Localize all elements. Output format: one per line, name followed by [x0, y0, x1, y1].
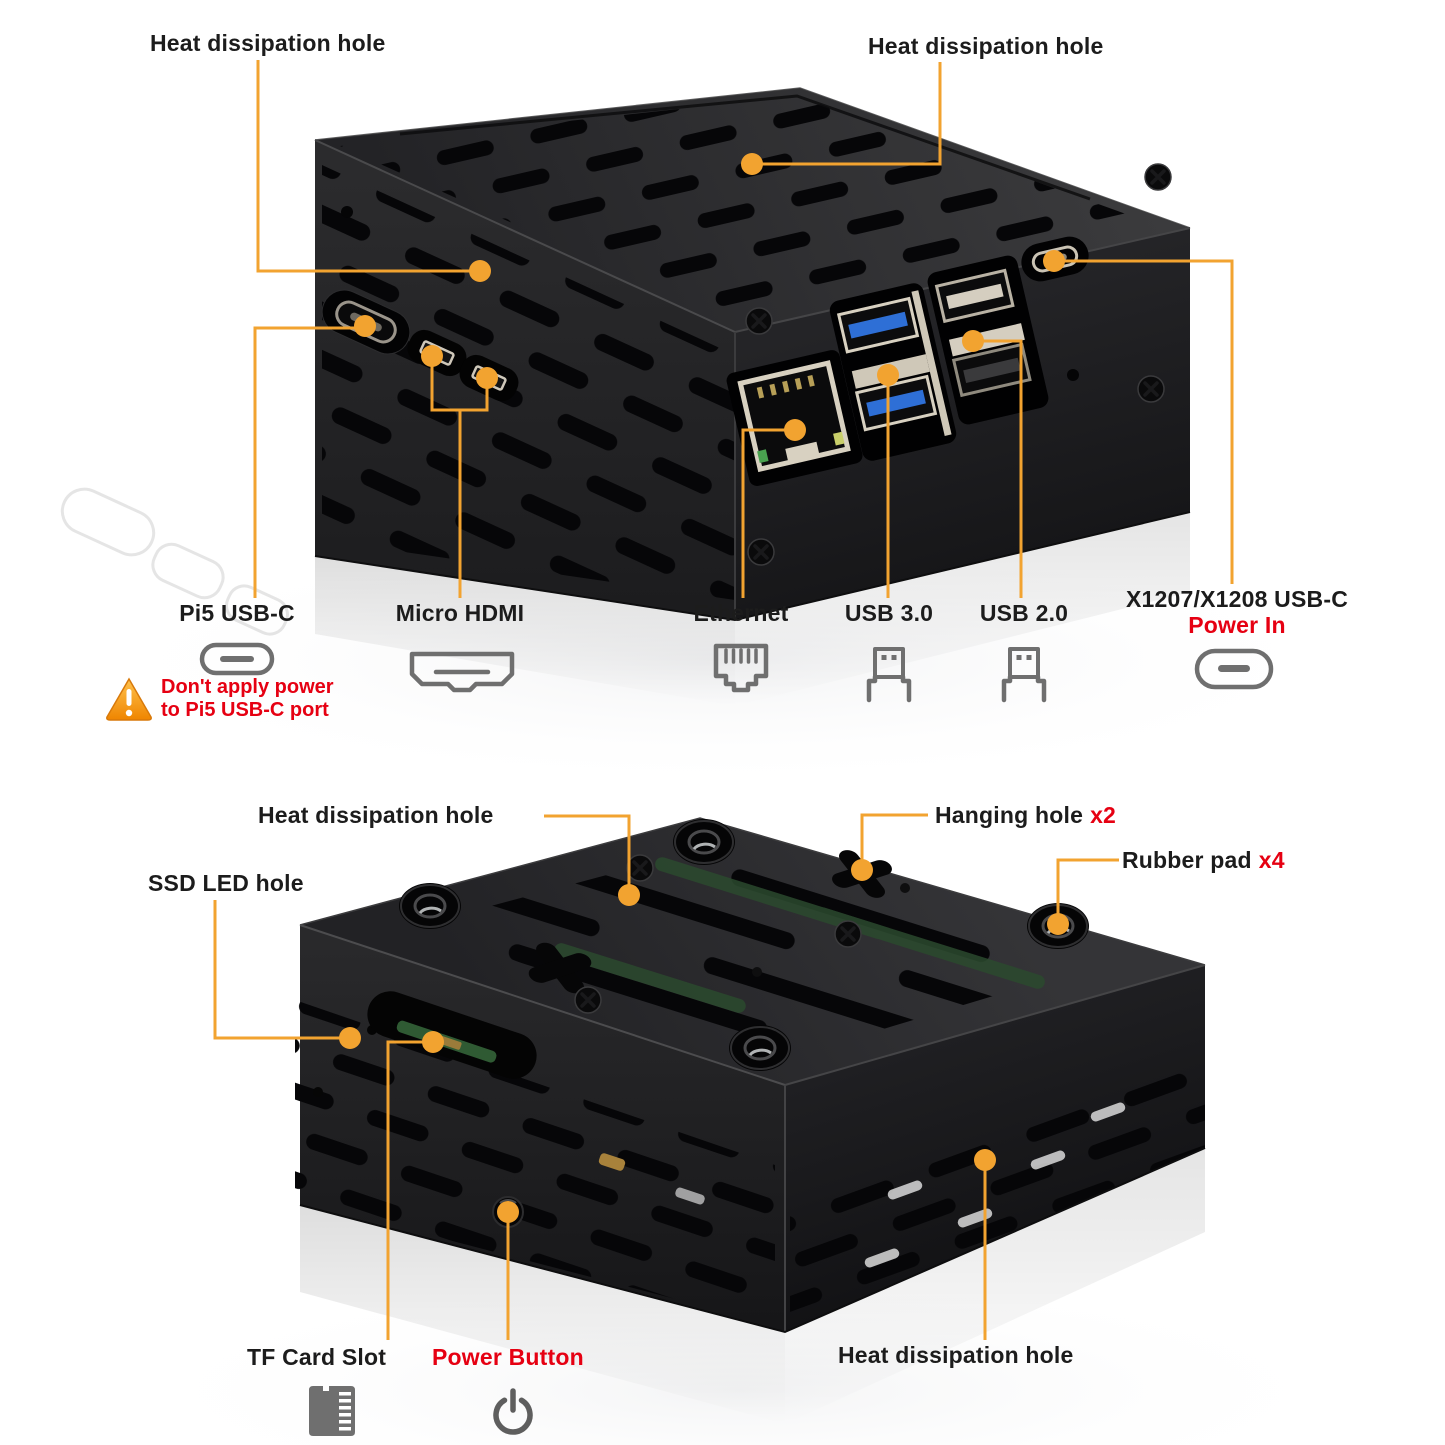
- pi5-usb-c-text: Pi5 USB-C: [179, 600, 295, 626]
- port-label-power-in: X1207/X1208 USB-C Power In: [1125, 586, 1349, 639]
- callout-label-tf-card: TF Card Slot: [247, 1344, 387, 1371]
- usb-c-warning: Don't apply power to Pi5 USB-C port: [104, 676, 334, 722]
- bottom-face-vents: [420, 850, 1080, 1060]
- callout-dots: [339, 153, 1069, 1223]
- micro-hdmi-text: Micro HDMI: [395, 600, 525, 626]
- rubber-pad: [671, 817, 737, 867]
- callout-label-rubber-pad: Rubber pad x4: [1122, 847, 1285, 874]
- callout-lines: [213, 60, 1234, 1340]
- port-label-ethernet: Ethernet: [693, 600, 789, 627]
- ethernet-port: [726, 350, 863, 487]
- screw: [833, 919, 863, 949]
- callout-label-power-button: Power Button: [432, 1344, 584, 1371]
- callout-label-hanging-hole: Hanging hole x2: [935, 802, 1117, 829]
- ghost-reflections: [60, 487, 289, 636]
- power-model-text: X1207/X1208 USB-C: [1125, 586, 1349, 612]
- power-button-text: Power Button: [432, 1344, 584, 1370]
- hanging-hole-text: Hanging hole: [935, 802, 1084, 828]
- tf-card-text: TF Card Slot: [247, 1344, 387, 1370]
- ethernet-text: Ethernet: [693, 600, 789, 626]
- tf-card-slot: [367, 991, 537, 1079]
- warning-line1: Don't apply power: [161, 676, 334, 698]
- heat-right-text: Heat dissipation hole: [868, 33, 1104, 59]
- callout-label-heat-top-left: Heat dissipation hole: [150, 30, 386, 57]
- ssd-led-text: SSD LED hole: [148, 870, 304, 896]
- heat-mid-text: Heat dissipation hole: [258, 802, 494, 828]
- screw: [1136, 374, 1166, 404]
- warning-triangle-icon: [106, 677, 152, 721]
- case-top-view: [60, 87, 1191, 706]
- warning-line2: to Pi5 USB-C port: [161, 699, 329, 721]
- rubber-pad: [397, 881, 463, 931]
- usb2-text: USB 2.0: [979, 600, 1069, 626]
- left-face-vents: [322, 165, 735, 600]
- callout-label-ssd-led: SSD LED hole: [148, 870, 304, 897]
- warning-text: Don't apply power to Pi5 USB-C port: [161, 676, 334, 722]
- port-label-usb2: USB 2.0: [979, 600, 1069, 627]
- tf-card-icon: [299, 1382, 361, 1445]
- right-face-vents: [790, 1055, 1205, 1330]
- callout-label-heat-mid: Heat dissipation hole: [258, 802, 494, 829]
- usb-c-power-icon: [1192, 646, 1276, 697]
- rubber-pad: [727, 1023, 793, 1073]
- usb-a-plug-icon: [996, 643, 1052, 710]
- pcb-through-slots: [554, 857, 1045, 1013]
- left-face-vents: [295, 1000, 775, 1325]
- screw: [744, 306, 774, 336]
- screw: [746, 537, 776, 567]
- port-label-usb3: USB 3.0: [844, 600, 934, 627]
- power-symbol-icon: [484, 1383, 542, 1445]
- rubber-pad-text: Rubber pad: [1122, 847, 1252, 873]
- power-in-text: Power In: [1188, 611, 1286, 638]
- screw: [1143, 162, 1173, 192]
- port-label-pi5-usb-c: Pi5 USB-C: [179, 600, 295, 627]
- screw: [573, 985, 603, 1015]
- port-label-micro-hdmi: Micro HDMI: [395, 600, 525, 627]
- heat-left-text: Heat dissipation hole: [150, 30, 386, 56]
- usb-a-plug-icon: [861, 643, 917, 710]
- micro-hdmi-icon: [406, 648, 518, 705]
- heat-bottom-text: Heat dissipation hole: [838, 1342, 1074, 1368]
- callout-label-heat-bottom: Heat dissipation hole: [838, 1342, 1074, 1369]
- hanging-hole-count: x2: [1090, 802, 1117, 828]
- ethernet-jack-icon: [708, 638, 774, 707]
- usb-c-port-icon: [198, 641, 276, 682]
- screw: [625, 853, 655, 883]
- callout-label-heat-top-right: Heat dissipation hole: [868, 33, 1104, 60]
- usb3-text: USB 3.0: [844, 600, 934, 626]
- case-bottom-view: [295, 817, 1206, 1424]
- rubber-pad-count: x4: [1258, 847, 1285, 873]
